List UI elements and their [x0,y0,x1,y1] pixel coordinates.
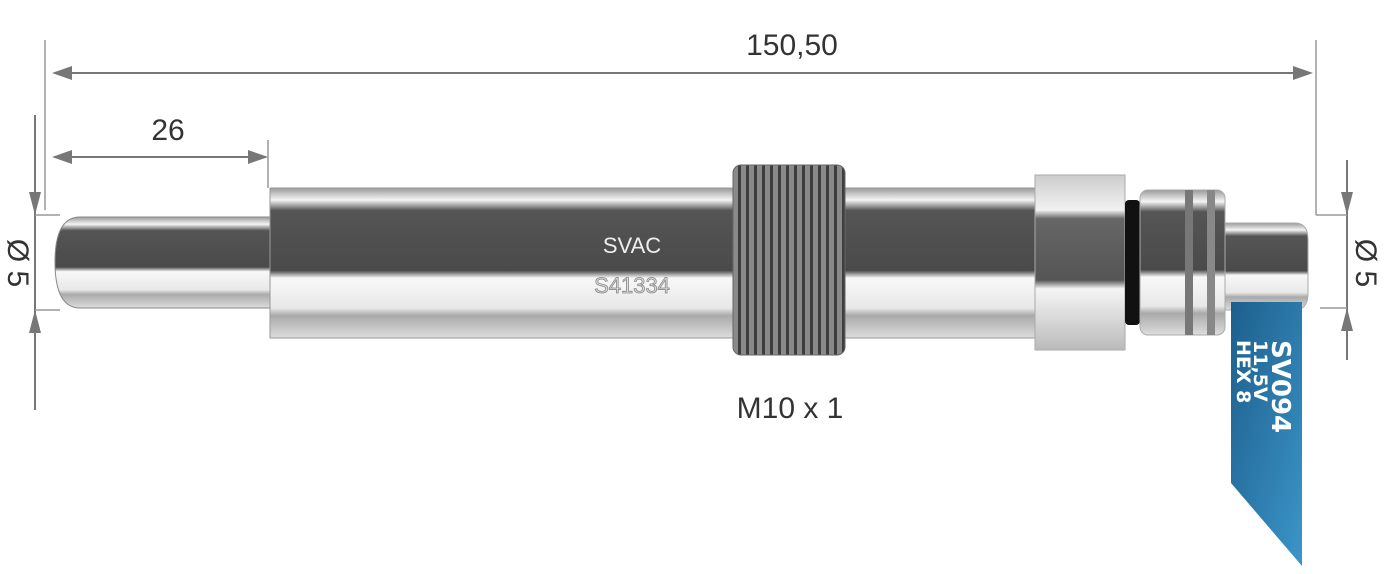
heater-tip [54,216,271,309]
o-ring [1125,200,1140,325]
thread-section [732,164,846,356]
tip-length-dimension: 26 [52,114,269,188]
plug-body [269,187,1037,339]
terminal-diameter-label: Ø 5 [1349,239,1382,287]
hex-size: HEX 8 [1232,340,1254,403]
overall-length-dimension: 150,50 [44,29,1317,215]
tip-length-label: 26 [151,114,184,147]
hex-nut [1034,174,1126,351]
part-number: SV094 [1265,340,1295,433]
glow-plug: SVAC S41334 [54,164,1309,356]
tip-diameter-dimension: Ø 5 [1,115,60,410]
brand-marking: SVAC [603,233,661,258]
overall-length-label: 150,50 [746,29,838,62]
voltage: 11,5V [1249,340,1271,402]
terminal-pin [1224,222,1309,311]
part-tag: SV094 11,5V HEX 8 [1231,302,1302,566]
terminal-diameter-dimension: Ø 5 [1316,160,1382,360]
thread-label: M10 x 1 [737,392,844,425]
tip-diameter-label: Ø 5 [1,239,34,287]
code-marking: S41334 [594,273,670,298]
